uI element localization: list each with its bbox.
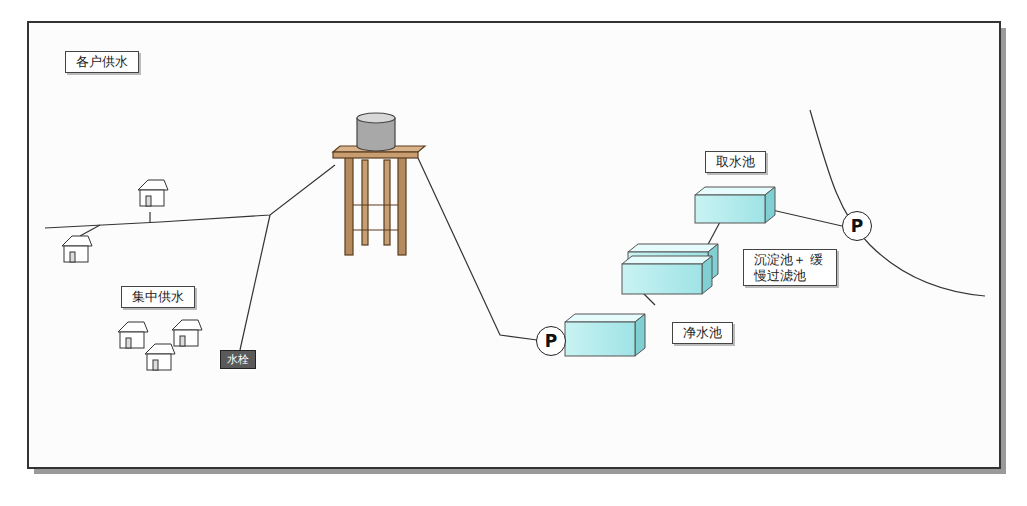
tap-box: 水栓 (220, 350, 256, 369)
node-text: 水栓 (227, 353, 249, 366)
pipes (45, 110, 985, 350)
label-box: 各户供水 (65, 51, 139, 73)
label-box: 取水池 (705, 151, 766, 173)
node-text: 净水池 (683, 325, 722, 341)
houses (62, 180, 202, 370)
label-box: 净水池 (672, 322, 733, 344)
elevated-water-tower (333, 113, 425, 255)
node-text: 各户供水 (76, 54, 128, 70)
node-text: 取水池 (716, 154, 755, 170)
node-text: 集中供水 (132, 289, 184, 305)
label-box: 沉淀池＋ 缓慢过滤池 (743, 249, 837, 286)
pump-circle: P (842, 211, 872, 241)
pump-circle: P (536, 326, 566, 356)
node-text: 沉淀池＋ 缓慢过滤池 (754, 252, 826, 283)
node-text: P (851, 216, 863, 236)
node-text: P (545, 331, 557, 351)
label-box: 集中供水 (121, 286, 195, 308)
frame (28, 22, 1000, 468)
